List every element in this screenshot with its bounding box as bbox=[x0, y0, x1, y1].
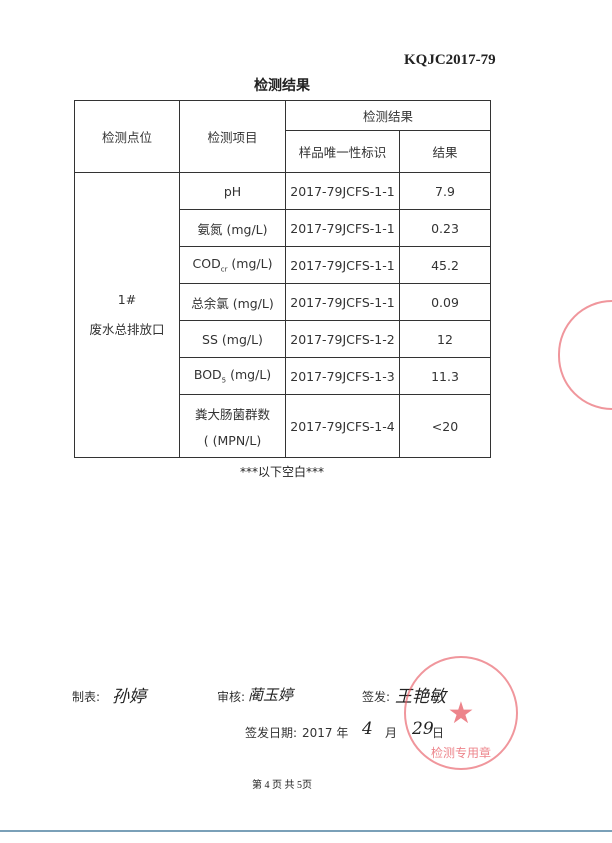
result: 12 bbox=[399, 320, 491, 358]
issue-month: 4 bbox=[362, 719, 373, 739]
table-row: 1# 废水总排放口 pH 2017-79JCFS-1-1 7.9 bbox=[74, 172, 491, 458]
point-name: 废水总排放口 bbox=[89, 322, 165, 337]
table-row: SS (mg/L) 2017-79JCFS-1-2 12 bbox=[75, 320, 491, 358]
item: 氨氮 (mg/L) bbox=[179, 209, 286, 247]
stamp-text: 检测专用章 bbox=[430, 746, 491, 760]
blank-note: ***以下空白*** bbox=[239, 465, 324, 479]
results-table: 检测点位 检测项目 检测结果 样品唯一性标识 结果 1# 废水总排放口 pH 2… bbox=[74, 100, 491, 458]
item: 总余氯 (mg/L) bbox=[179, 283, 286, 321]
sample-id: 2017-79JCFS-1-1 bbox=[285, 172, 400, 210]
item-unit: (mg/L) bbox=[226, 367, 272, 383]
item-name: COD bbox=[192, 256, 221, 272]
partial-stamp bbox=[558, 300, 612, 410]
result: 11.3 bbox=[399, 357, 491, 395]
sample-id: 2017-79JCFS-1-2 bbox=[285, 320, 400, 358]
monitoring-point: 1# 废水总排放口 bbox=[74, 172, 180, 458]
item: 粪大肠菌群数 ( (MPN/L) bbox=[179, 394, 286, 458]
reviewed-label: 审核: bbox=[217, 690, 246, 704]
result: 7.9 bbox=[399, 172, 491, 210]
item-subscript: cr bbox=[220, 265, 228, 274]
item-name: BOD bbox=[193, 367, 222, 383]
issued-label: 签发: bbox=[362, 690, 391, 704]
header-point: 检测点位 bbox=[74, 100, 180, 173]
issue-year: 2017 年 bbox=[302, 726, 349, 740]
item: pH bbox=[179, 172, 286, 210]
page-footer: 第 4 页 共 5页 bbox=[252, 780, 312, 791]
result: 45.2 bbox=[399, 246, 491, 284]
header-result: 结果 bbox=[399, 130, 491, 173]
header-result-group: 检测结果 bbox=[285, 100, 491, 131]
result: 0.23 bbox=[399, 209, 491, 247]
result: <20 bbox=[399, 394, 491, 458]
table-row: 粪大肠菌群数 ( (MPN/L) 2017-79JCFS-1-4 <20 bbox=[75, 394, 491, 458]
point-number: 1# bbox=[117, 292, 137, 307]
result: 0.09 bbox=[399, 283, 491, 321]
table-row: BOD5 (mg/L) 2017-79JCFS-1-3 11.3 bbox=[75, 357, 491, 395]
issue-date-label: 签发日期: bbox=[245, 726, 298, 740]
table-row: CODcr (mg/L) 2017-79JCFS-1-1 45.2 bbox=[75, 246, 491, 284]
item-subscript: 5 bbox=[221, 376, 227, 385]
official-stamp: ★ 检测专用章 bbox=[404, 656, 518, 770]
table-row: 氨氮 (mg/L) 2017-79JCFS-1-1 0.23 bbox=[75, 209, 491, 247]
header-sample-id: 样品唯一性标识 bbox=[285, 130, 400, 173]
document-number: KQJC2017-79 bbox=[404, 52, 496, 68]
reviewed-signature: 蔺玉婷 bbox=[248, 686, 294, 704]
item: BOD5 (mg/L) bbox=[179, 357, 286, 395]
item-unit: (mg/L) bbox=[227, 256, 273, 272]
prepared-signature: 孙婷 bbox=[112, 687, 146, 707]
month-label: 月 bbox=[385, 726, 398, 740]
page-title: 检测结果 bbox=[254, 78, 310, 94]
item: SS (mg/L) bbox=[179, 320, 286, 358]
sample-id: 2017-79JCFS-1-3 bbox=[285, 357, 400, 395]
sample-id: 2017-79JCFS-1-1 bbox=[285, 209, 400, 247]
prepared-label: 制表: bbox=[72, 690, 101, 704]
scan-edge bbox=[0, 830, 612, 832]
item: CODcr (mg/L) bbox=[179, 246, 286, 284]
item-name: 粪大肠菌群数 bbox=[194, 407, 270, 422]
item-unit: ( (MPN/L) bbox=[203, 433, 262, 448]
sample-id: 2017-79JCFS-1-4 bbox=[285, 394, 400, 458]
sample-id: 2017-79JCFS-1-1 bbox=[285, 246, 400, 284]
header-item: 检测项目 bbox=[179, 100, 286, 173]
sample-id: 2017-79JCFS-1-1 bbox=[285, 283, 400, 321]
star-icon: ★ bbox=[447, 696, 475, 731]
